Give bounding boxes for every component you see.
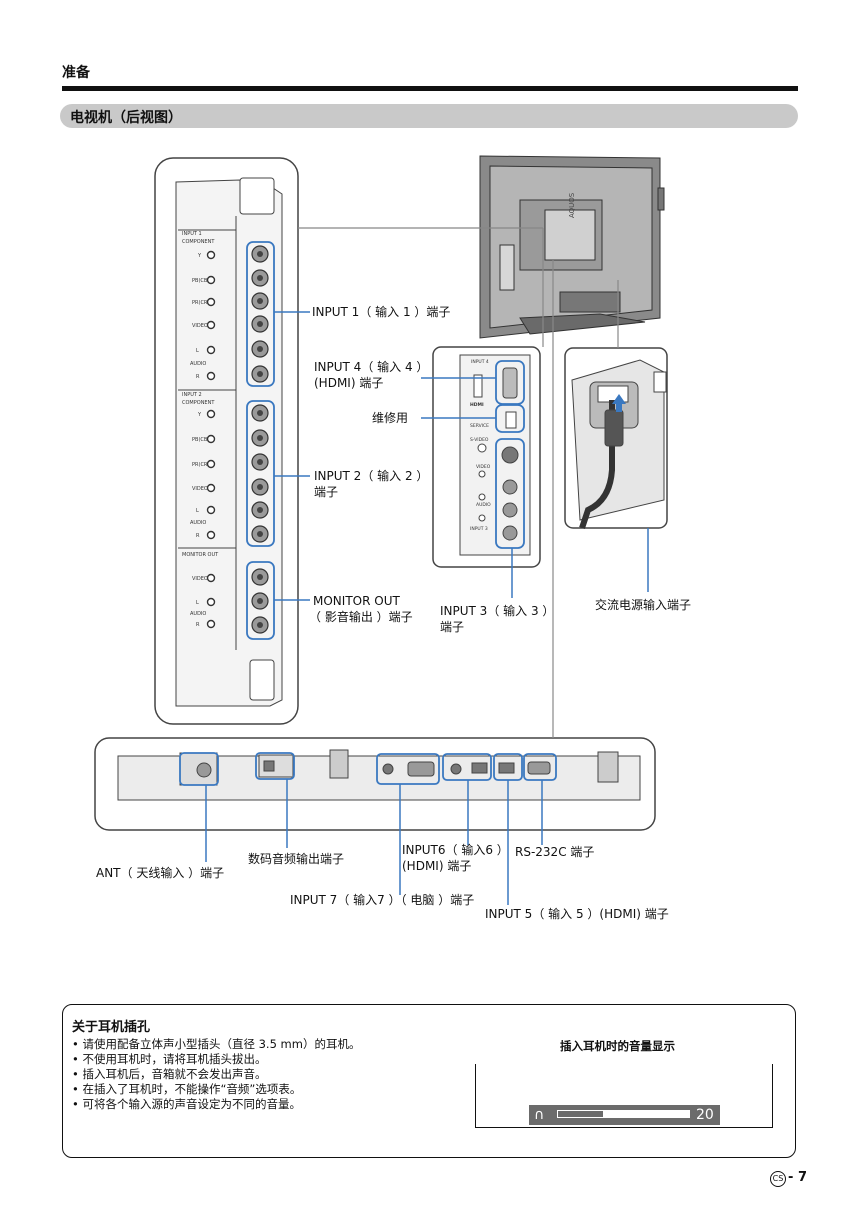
label-digital-audio: 数码音频输出端子 (248, 852, 345, 866)
label-input7: INPUT 7（ 输入7 ）（ 电脑 ）端子 (290, 893, 475, 907)
connector-lines (298, 227, 619, 738)
label-input2-line2: 端子 (314, 485, 339, 499)
bottom-panel-highlights (179, 752, 557, 786)
svg-text:AUDIO: AUDIO (190, 361, 206, 367)
svg-text:COMPONENT: COMPONENT (182, 400, 215, 406)
side-panel-text: INPUT 1 COMPONENT Y PB(CB) PR(CR) VIDEO … (182, 231, 219, 628)
label-input5: INPUT 5（ 输入 5 ）(HDMI) 端子 (485, 907, 669, 921)
svg-text:VIDEO: VIDEO (192, 486, 208, 492)
svg-text:VIDEO: VIDEO (192, 323, 208, 329)
label-monitor-line1: MONITOR OUT (313, 594, 400, 608)
svg-text:INPUT 2: INPUT 2 (182, 392, 202, 398)
svg-text:Y: Y (197, 412, 202, 418)
list-item: 不使用耳机时，请将耳机插头拔出。 (72, 1052, 360, 1067)
volume-value: 20 (696, 1107, 714, 1123)
header-rule (62, 86, 798, 91)
center-panel-zoom (432, 346, 541, 568)
section-title: 电视机（后视图） (70, 110, 182, 126)
svg-text:Y: Y (197, 253, 202, 259)
svg-text:PB(CB): PB(CB) (192, 278, 209, 284)
svg-text:VIDEO: VIDEO (192, 576, 208, 582)
svg-text:AQUOS: AQUOS (568, 192, 576, 218)
label-rs232c: RS-232C 端子 (515, 845, 595, 859)
svg-text:PB(CB): PB(CB) (192, 437, 209, 443)
language-badge: CS (770, 1171, 786, 1187)
svg-text:AUDIO: AUDIO (190, 611, 206, 617)
volume-display-title: 插入耳机时的音量显示 (560, 1039, 675, 1053)
svg-text:R: R (196, 533, 200, 539)
list-item: 插入耳机后，音箱就不会发出声音。 (72, 1067, 360, 1082)
headphone-icon: ∩ (534, 1107, 545, 1123)
page-number-value: 7 (797, 1170, 807, 1185)
svg-text:VIDEO: VIDEO (476, 464, 491, 470)
page-header-title: 准备 (62, 65, 90, 81)
svg-text:S-VIDEO: S-VIDEO (470, 437, 489, 443)
page-separator: - (788, 1170, 794, 1185)
label-monitor-line2: （ 影音输出 ）端子 (309, 610, 413, 624)
side-panel-highlights (246, 241, 275, 640)
tv-rear-diagram: INPUT 1 COMPONENT Y PB(CB) PR(CR) VIDEO … (94, 155, 668, 905)
svg-text:L: L (196, 348, 199, 354)
svg-text:MONITOR OUT: MONITOR OUT (182, 552, 219, 558)
side-panel-zoom (154, 157, 299, 725)
side-panel-small-jacks (206, 250, 216, 629)
svg-text:L: L (196, 600, 199, 606)
label-input2-line1: INPUT 2（ 输入 2 ） (314, 469, 429, 483)
volume-fill (557, 1110, 604, 1118)
svg-text:PR(CR): PR(CR) (192, 462, 209, 468)
svg-text:R: R (196, 374, 200, 380)
callout-lines (205, 311, 649, 905)
headphone-note-box (62, 1004, 796, 1158)
page-number: - 7 (788, 1170, 807, 1185)
label-input4-line1: INPUT 4（ 输入 4 ） (314, 360, 429, 374)
label-input3-line1: INPUT 3（ 输入 3 ） (440, 604, 555, 618)
side-panel-rca-cores (257, 251, 263, 628)
svg-text:INPUT 3: INPUT 3 (470, 526, 488, 532)
svg-text:INPUT 4: INPUT 4 (471, 359, 489, 365)
label-ant: ANT（ 天线输入 ）端子 (96, 866, 225, 880)
svg-text:PR(CR): PR(CR) (192, 300, 209, 306)
list-item: 在插入了耳机时，不能操作“音频”选项表。 (72, 1082, 360, 1097)
svg-text:R: R (196, 622, 200, 628)
svg-text:COMPONENT: COMPONENT (182, 239, 215, 245)
svg-text:HDMI: HDMI (470, 402, 484, 408)
svg-text:SERVICE: SERVICE (470, 423, 489, 429)
ac-panel-zoom (564, 347, 668, 529)
list-item: 请使用配备立体声小型插头（直径 3.5 mm）的耳机。 (72, 1037, 360, 1052)
label-input6-line2: (HDMI) 端子 (402, 859, 472, 873)
label-input3-line2: 端子 (440, 620, 465, 634)
label-service: 维修用 (372, 411, 409, 425)
volume-display-frame (475, 1064, 773, 1128)
headphone-note-list: 请使用配备立体声小型插头（直径 3.5 mm）的耳机。 不使用耳机时，请将耳机插… (72, 1037, 360, 1112)
svg-text:AUDIO: AUDIO (190, 520, 206, 526)
headphone-note-title: 关于耳机插孔 (72, 1020, 151, 1035)
tv-rear-body (479, 155, 665, 339)
label-ac-input: 交流电源输入端子 (595, 598, 692, 612)
list-item: 可将各个输入源的声音设定为不同的音量。 (72, 1097, 360, 1112)
label-input6-line1: INPUT6（ 输入6 ） (402, 843, 509, 857)
section-bar (60, 104, 798, 128)
svg-text:AUDIO: AUDIO (476, 502, 491, 508)
svg-text:L: L (196, 508, 199, 514)
label-input4-line2: (HDMI) 端子 (314, 376, 384, 390)
bottom-panel-zoom (94, 737, 656, 831)
svg-text:INPUT 1: INPUT 1 (182, 231, 202, 237)
label-input1: INPUT 1（ 输入 1 ）端子 (312, 305, 451, 319)
